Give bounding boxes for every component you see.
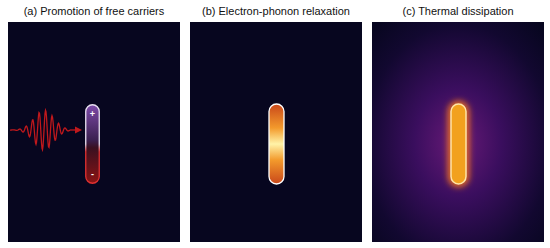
hot-rod-illustration [190, 22, 362, 242]
charge-sign: - [85, 169, 100, 179]
panel-title: (b) Electron-phonon relaxation [180, 3, 372, 19]
nanorod: +- [85, 104, 100, 184]
panel: (c) Thermal dissipation [372, 22, 544, 242]
charge-sign: + [85, 109, 100, 119]
panel: (b) Electron-phonon relaxation [190, 22, 362, 242]
panel-title: (c) Thermal dissipation [362, 3, 550, 19]
panel: (a) Promotion of free carriers +- [8, 22, 180, 242]
panel-title: (a) Promotion of free carriers [0, 3, 190, 19]
thermal-halo-illustration [372, 22, 544, 242]
